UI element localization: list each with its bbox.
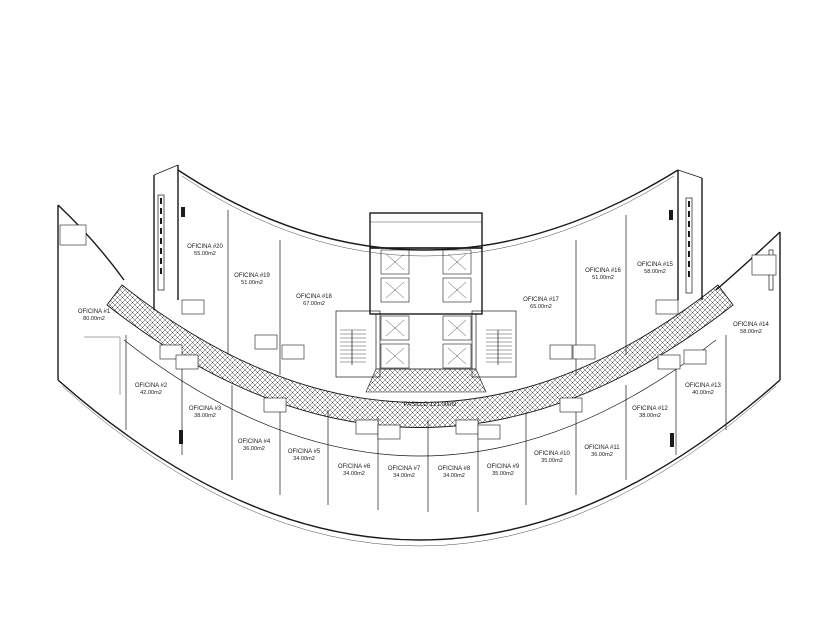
svg-text:OFICINA #4: OFICINA #4 — [238, 439, 271, 445]
corridor-band — [106, 284, 734, 428]
left-wing — [57, 164, 429, 512]
stair-right — [471, 310, 517, 378]
lobby-hatch — [365, 368, 487, 393]
svg-text:80.00m2: 80.00m2 — [83, 316, 105, 322]
svg-text:36.00m2: 36.00m2 — [243, 446, 265, 452]
svg-text:40.00m2: 40.00m2 — [692, 390, 714, 396]
office-12-label: OFICINA #12 38.00m2 — [632, 406, 668, 419]
svg-text:OFICINA #9: OFICINA #9 — [487, 464, 520, 470]
svg-text:35.00m2: 35.00m2 — [492, 471, 514, 477]
svg-text:OFICINA #1: OFICINA #1 — [78, 309, 111, 315]
svg-text:OFICINA #8: OFICINA #8 — [438, 466, 471, 472]
office-4-label: OFICINA #4 36.00m2 — [238, 439, 271, 452]
svg-text:51.00m2: 51.00m2 — [592, 275, 614, 281]
svg-text:OFICINA #20: OFICINA #20 — [187, 244, 223, 250]
svg-text:OFICINA #11: OFICINA #11 — [584, 445, 620, 451]
restroom-fixtures — [59, 224, 777, 440]
office-3-label: OFICINA #3 38.00m2 — [189, 406, 222, 419]
svg-text:OFICINA #12: OFICINA #12 — [632, 406, 668, 412]
office-15-label: OFICINA #15 58.00m2 — [637, 262, 673, 275]
building-core — [335, 212, 517, 378]
office-2-label: OFICINA #2 42.00m2 — [135, 383, 168, 396]
office-14-label: OFICINA #14 58.00m2 — [733, 322, 769, 335]
svg-text:38.00m2: 38.00m2 — [639, 413, 661, 419]
svg-text:OFICINA #16: OFICINA #16 — [585, 268, 621, 274]
svg-text:35.00m2: 35.00m2 — [541, 458, 563, 464]
svg-text:OFICINA #13: OFICINA #13 — [685, 383, 721, 389]
svg-text:55.00m2: 55.00m2 — [194, 251, 216, 257]
svg-text:OFICINA #5: OFICINA #5 — [288, 449, 321, 455]
office-9-label: OFICINA #9 35.00m2 — [487, 464, 520, 477]
corridor-label: PASILLO 121.00m2 — [404, 402, 458, 408]
office-8-label: OFICINA #8 34.00m2 — [438, 466, 471, 479]
office-5-label: OFICINA #5 34.00m2 — [288, 449, 321, 462]
svg-text:OFICINA #17: OFICINA #17 — [523, 297, 559, 303]
svg-text:OFICINA #15: OFICINA #15 — [637, 262, 673, 268]
office-1-label: OFICINA #1 80.00m2 — [78, 309, 111, 322]
svg-text:51.00m2: 51.00m2 — [241, 280, 263, 286]
inner-corridor-wall — [123, 339, 717, 457]
svg-text:58.00m2: 58.00m2 — [740, 329, 762, 335]
svg-text:42.00m2: 42.00m2 — [140, 390, 162, 396]
office-18-label: OFICINA #18 67.00m2 — [296, 294, 332, 307]
svg-text:58.00m2: 58.00m2 — [644, 269, 666, 275]
office-19-label: OFICINA #19 51.00m2 — [234, 273, 270, 286]
core-top-block — [369, 212, 483, 249]
column-strips — [157, 194, 774, 294]
svg-text:34.00m2: 34.00m2 — [293, 456, 315, 462]
svg-text:OFICINA #14: OFICINA #14 — [733, 322, 769, 328]
svg-text:34.00m2: 34.00m2 — [443, 473, 465, 479]
svg-text:OFICINA #2: OFICINA #2 — [135, 383, 168, 389]
svg-text:OFICINA #18: OFICINA #18 — [296, 294, 332, 300]
svg-text:OFICINA #6: OFICINA #6 — [338, 464, 371, 470]
svg-text:67.00m2: 67.00m2 — [303, 301, 325, 307]
svg-text:36.00m2: 36.00m2 — [591, 452, 613, 458]
right-wing — [477, 169, 781, 512]
svg-text:65.00m2: 65.00m2 — [530, 304, 552, 310]
stair-left — [335, 310, 381, 378]
office-7-label: OFICINA #7 34.00m2 — [388, 466, 421, 479]
office-13-label: OFICINA #13 40.00m2 — [685, 383, 721, 396]
upper-facade — [177, 169, 679, 251]
svg-text:OFICINA #19: OFICINA #19 — [234, 273, 270, 279]
svg-text:34.00m2: 34.00m2 — [343, 471, 365, 477]
svg-text:OFICINA #3: OFICINA #3 — [189, 406, 222, 412]
svg-text:OFICINA #10: OFICINA #10 — [534, 451, 570, 457]
room-labels: PASILLO 121.00m2 OFICINA #1 80.00m2 OFIC… — [78, 244, 770, 479]
office-16-label: OFICINA #16 51.00m2 — [585, 268, 621, 281]
office-11-label: OFICINA #11 36.00m2 — [584, 445, 620, 458]
office-6-label: OFICINA #6 34.00m2 — [338, 464, 371, 477]
outer-facade — [57, 379, 781, 541]
office-10-label: OFICINA #10 35.00m2 — [534, 451, 570, 464]
office-20-label: OFICINA #20 55.00m2 — [187, 244, 223, 257]
svg-text:38.00m2: 38.00m2 — [194, 413, 216, 419]
office-17-label: OFICINA #17 65.00m2 — [523, 297, 559, 310]
column-marks — [179, 207, 674, 447]
svg-text:OFICINA #7: OFICINA #7 — [388, 466, 421, 472]
svg-text:34.00m2: 34.00m2 — [393, 473, 415, 479]
